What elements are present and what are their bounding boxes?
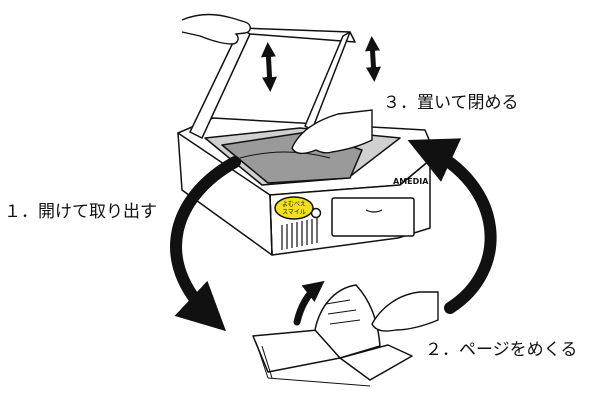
step-label-2: ２．ページをめくる bbox=[425, 340, 578, 360]
front-slot bbox=[331, 197, 415, 237]
open-book bbox=[252, 284, 413, 387]
hand-page-icon bbox=[371, 291, 439, 332]
product-badge bbox=[274, 196, 314, 220]
scanner-front-edge bbox=[269, 194, 273, 256]
cycle-arrow-return bbox=[407, 138, 497, 314]
scanner-lid bbox=[189, 27, 356, 139]
hand-document-icon bbox=[291, 109, 373, 155]
vent-grille bbox=[281, 218, 318, 250]
cycle-arrow-remove bbox=[170, 156, 241, 332]
badge-line-1: よむべえ bbox=[282, 201, 306, 208]
slot-handle bbox=[365, 209, 383, 213]
book-right-page bbox=[339, 344, 413, 381]
lid-arrow-right bbox=[365, 36, 381, 82]
lid-arrow-left bbox=[260, 42, 278, 92]
page-turn-arrow bbox=[293, 280, 325, 326]
document-fold-line bbox=[239, 151, 331, 159]
badge-line-2: スマイル bbox=[282, 209, 306, 216]
step-label-3: ３．置いて閉める bbox=[383, 93, 519, 113]
hand-lid-icon bbox=[181, 13, 251, 45]
step-label-1: １．開けて取り出す bbox=[4, 202, 157, 222]
brand-label: AMEDIA bbox=[393, 177, 429, 186]
